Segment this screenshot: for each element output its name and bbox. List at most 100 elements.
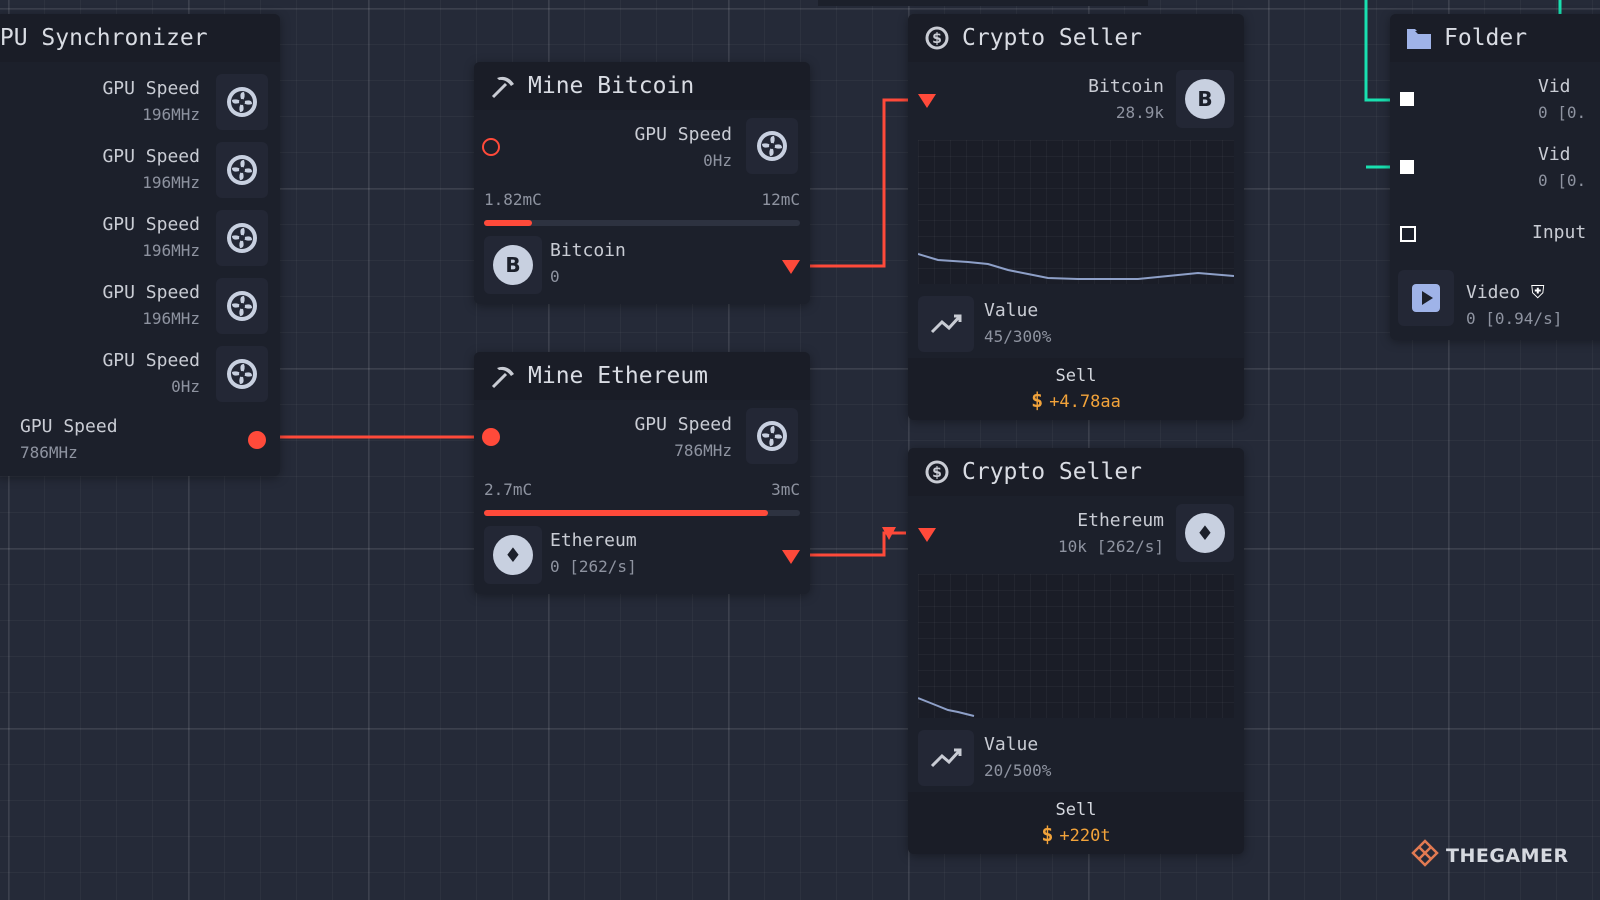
output-value: 196MHz — [142, 105, 200, 124]
progress-max: 3mC — [771, 480, 800, 499]
output-value: 0 — [550, 267, 560, 286]
coin-value: 10k [262/s] — [1058, 537, 1164, 556]
watermark-text: THEGAMER — [1446, 844, 1569, 867]
fan-icon — [216, 278, 268, 334]
output-label: Ethereum — [550, 530, 637, 551]
output-pin[interactable] — [248, 431, 266, 449]
item-value: 0 [0. — [1538, 171, 1587, 190]
price-line — [917, 253, 1235, 280]
pickaxe-icon — [488, 71, 518, 101]
slot-checkbox[interactable] — [1400, 226, 1416, 242]
output-label: GPU Speed — [102, 214, 200, 235]
fan-icon — [216, 210, 268, 266]
wire-bitcoin-to-seller — [810, 98, 912, 268]
gpu-label: GPU Speed — [634, 414, 732, 435]
wire-teal-1 — [1364, 0, 1400, 102]
video-icon — [1398, 270, 1454, 326]
pickaxe-icon — [488, 361, 518, 391]
coin-slot: B — [1176, 70, 1234, 128]
bitcoin-icon: B — [1185, 79, 1225, 119]
output-pin[interactable] — [782, 550, 800, 564]
node-title: GPU Synchronizer — [0, 25, 208, 51]
output-value: 196MHz — [142, 173, 200, 192]
gpu-synchronizer-node[interactable]: GPU Synchronizer GPU Speed 196MHz GPU Spe… — [0, 14, 280, 476]
fan-icon — [746, 408, 798, 464]
fan-icon — [216, 142, 268, 198]
coin-value: 28.9k — [1115, 103, 1164, 122]
input-pin[interactable] — [918, 94, 936, 108]
dollar-icon: $ — [1041, 822, 1054, 846]
progress-max: 12mC — [761, 190, 800, 209]
value-text: 20/500% — [984, 761, 1052, 780]
exchange-icon: $ — [922, 457, 952, 487]
shield-icon: ⛨ — [1531, 282, 1545, 303]
input-pin[interactable] — [482, 428, 500, 446]
price-graph — [917, 140, 1235, 284]
output-value: 0 [262/s] — [550, 557, 637, 576]
node-header[interactable]: Mine Ethereum — [474, 352, 810, 400]
node-title: Mine Ethereum — [528, 363, 709, 389]
progress-current: 2.7mC — [484, 480, 533, 499]
node-header[interactable]: Folder — [1390, 14, 1600, 62]
chart-trend-icon — [918, 296, 974, 352]
item-value: 0 [0. — [1538, 103, 1587, 122]
node-header[interactable]: $ Crypto Seller — [908, 448, 1244, 496]
sell-value: +4.78aa — [1049, 392, 1121, 412]
folder-icon — [1404, 23, 1434, 53]
exchange-icon: $ — [922, 23, 952, 53]
progress-fill — [484, 510, 769, 516]
node-title: Mine Bitcoin — [528, 73, 695, 99]
node-header[interactable]: GPU Synchronizer — [0, 14, 280, 62]
svg-text:$: $ — [932, 465, 942, 481]
slot-checkbox[interactable] — [1400, 92, 1414, 106]
progress-current: 1.82mC — [484, 190, 542, 209]
value-label: Value — [984, 300, 1039, 321]
output-value: 196MHz — [142, 241, 200, 260]
gpu-label: GPU Speed — [634, 124, 732, 145]
sell-button[interactable]: Sell $+4.78aa — [908, 358, 1244, 420]
node-header[interactable]: Mine Bitcoin — [474, 62, 810, 110]
watermark: THEGAMER — [1410, 838, 1569, 873]
coin-slot: ♦ — [484, 526, 542, 584]
price-graph — [917, 574, 1234, 718]
value-label: Value — [984, 734, 1039, 755]
item-label: Input — [1532, 222, 1587, 243]
input-pin[interactable] — [918, 528, 936, 542]
item-label: Vid — [1538, 144, 1571, 165]
video-label: Video — [1466, 282, 1521, 303]
item-label: Vid — [1538, 76, 1571, 97]
fan-icon — [746, 118, 798, 174]
progress-fill — [484, 220, 533, 226]
watermark-logo-icon — [1410, 838, 1440, 873]
wire-arrow — [882, 527, 896, 540]
coin-label: Bitcoin — [1088, 76, 1164, 97]
output-label: GPU Speed — [102, 350, 200, 371]
slot-checkbox[interactable] — [1400, 160, 1414, 174]
price-line — [917, 697, 975, 717]
fan-icon — [216, 346, 268, 402]
input-pin[interactable] — [482, 138, 500, 156]
sell-label: Sell — [1055, 366, 1097, 386]
svg-text:$: $ — [932, 31, 942, 47]
output-label: GPU Speed — [102, 146, 200, 167]
gpu-value: 0Hz — [703, 151, 732, 170]
node-header[interactable]: $ Crypto Seller — [908, 14, 1244, 62]
gpu-value: 786MHz — [674, 441, 732, 460]
wire-ethereum-to-seller — [810, 531, 906, 557]
mining-progress-bar — [484, 220, 800, 226]
node-title: Crypto Seller — [962, 25, 1143, 51]
coin-slot: ♦ — [1176, 504, 1234, 562]
sell-button[interactable]: Sell $+220t — [908, 792, 1244, 854]
output-label: GPU Speed — [102, 282, 200, 303]
node-title: Folder — [1444, 25, 1528, 51]
sell-value: +220t — [1059, 826, 1111, 846]
output-pin[interactable] — [782, 260, 800, 274]
output-label: Bitcoin — [550, 240, 626, 261]
node-title: Crypto Seller — [962, 459, 1143, 485]
sell-label: Sell — [1055, 800, 1097, 820]
